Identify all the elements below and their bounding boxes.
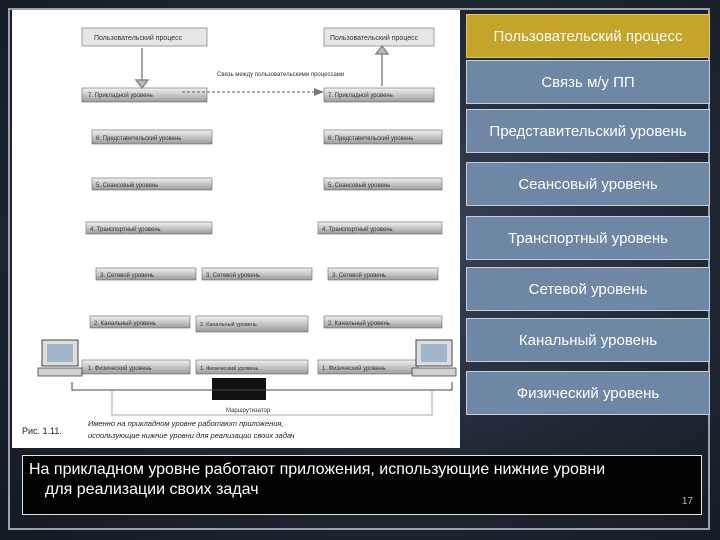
left-down-arrow-head	[134, 79, 150, 90]
layer-network: Сетевой уровень	[466, 267, 710, 311]
layer-user-process: Пользовательский процесс	[466, 14, 710, 58]
left-slab-1: 1. Физический уровень	[81, 359, 191, 375]
layer-physical: Физический уровень	[466, 371, 710, 415]
router-box	[212, 378, 266, 400]
caption-line2: для реализации своих задач	[45, 481, 259, 498]
left-computer-icon	[37, 339, 83, 377]
left-slab-3: 3. Сетевой уровень	[95, 267, 197, 281]
svg-text:7. Прикладной уровень: 7. Прикладной уровень	[88, 92, 153, 99]
fig-number: Рис. 1.11.	[22, 426, 62, 436]
osi-figure: Пользовательский процесс 7. Прикладной у…	[12, 10, 460, 448]
right-slab-4: 4. Транспортный уровень	[317, 221, 443, 235]
network-cable	[71, 382, 453, 391]
svg-text:6. Представительский уровень: 6. Представительский уровень	[96, 135, 182, 142]
svg-text:4. Транспортный уровень: 4. Транспортный уровень	[90, 226, 161, 233]
svg-text:Пользовательский процесс: Пользовательский процесс	[94, 34, 183, 42]
svg-text:5. Сеансовый уровень: 5. Сеансовый уровень	[96, 182, 158, 189]
right-slab-3: 3. Сетевой уровень	[327, 267, 439, 281]
router-slab-3: 3. Сетевой уровень	[201, 267, 313, 281]
left-slab-4: 4. Транспортный уровень	[85, 221, 213, 235]
right-computer-icon	[411, 339, 457, 377]
router-stack: 3. Сетевой уровень 2. Канальный уровень …	[195, 267, 313, 414]
svg-text:6. Представительский уровень: 6. Представительский уровень	[328, 135, 414, 142]
right-slab-6: 6. Представительский уровень	[323, 129, 443, 145]
layer-stack: Пользовательский процесс Связь м/у ПП Пр…	[466, 0, 710, 540]
right-slab-user: Пользовательский процесс	[323, 27, 435, 47]
svg-text:1. Физический уровень: 1. Физический уровень	[88, 365, 152, 372]
connection-arrow-head	[314, 88, 324, 96]
layer-transport: Транспортный уровень	[466, 216, 710, 260]
left-stack: Пользовательский процесс 7. Прикладной у…	[81, 27, 213, 375]
svg-text:2. Канальный уровень: 2. Канальный уровень	[94, 320, 156, 327]
layer-session: Сеансовый уровень	[466, 162, 710, 206]
router-slab-2: 2. Канальный уровень	[195, 315, 309, 333]
svg-text:Пользовательский процесс: Пользовательский процесс	[330, 34, 419, 42]
right-stack: Пользовательский процесс 7. Прикладной у…	[317, 27, 443, 375]
svg-text:1. Физический уровень: 1. Физический уровень	[322, 365, 386, 372]
svg-text:7. Прикладной уровень: 7. Прикладной уровень	[328, 92, 393, 99]
svg-text:5. Сеансовый уровень: 5. Сеансовый уровень	[328, 182, 390, 189]
left-slab-6: 6. Представительский уровень	[91, 129, 213, 145]
fig-caption-line2: использующие нижние уровни для реализаци…	[88, 431, 295, 440]
slide-number: 17	[681, 496, 693, 507]
right-slab-5: 5. Сеансовый уровень	[323, 177, 443, 191]
left-slab-5: 5. Сеансовый уровень	[91, 177, 213, 191]
left-slab-2: 2. Канальный уровень	[89, 315, 191, 329]
right-slab-1: 1. Физический уровень	[317, 359, 419, 375]
left-slab-user: Пользовательский процесс	[81, 27, 208, 47]
right-slab-2: 2. Канальный уровень	[323, 315, 443, 329]
connection-label: Связь между пользовательскими процессами	[217, 72, 344, 78]
svg-text:2. Канальный уровень: 2. Канальный уровень	[328, 320, 390, 327]
router-slab-1: 1. Физический уровень	[195, 359, 309, 375]
router-label: Маршрутизатор	[226, 408, 271, 414]
left-slab-7: 7. Прикладной уровень	[81, 87, 208, 103]
summary-caption: На прикладном уровне работают приложения…	[22, 455, 702, 515]
right-up-arrow-head	[374, 44, 390, 55]
svg-text:2. Канальный уровень: 2. Канальный уровень	[200, 321, 257, 328]
layer-presentation: Представительский уровень	[466, 109, 710, 153]
svg-text:3. Сетевой уровень: 3. Сетевой уровень	[206, 272, 260, 279]
right-slab-7: 7. Прикладной уровень	[323, 87, 435, 103]
caption-line1: На прикладном уровне работают приложения…	[29, 461, 606, 478]
svg-text:1. Физический уровень: 1. Физический уровень	[200, 365, 258, 372]
fig-caption-line1: Именно на прикладном уровне работают при…	[88, 419, 284, 428]
svg-text:3. Сетевой уровень: 3. Сетевой уровень	[332, 272, 386, 279]
svg-text:3. Сетевой уровень: 3. Сетевой уровень	[100, 272, 154, 279]
svg-text:4. Транспортный уровень: 4. Транспортный уровень	[322, 226, 393, 233]
layer-application: Связь м/у ПП	[466, 60, 710, 104]
layer-data-link: Канальный уровень	[466, 318, 710, 362]
network-cable-back	[111, 390, 433, 416]
